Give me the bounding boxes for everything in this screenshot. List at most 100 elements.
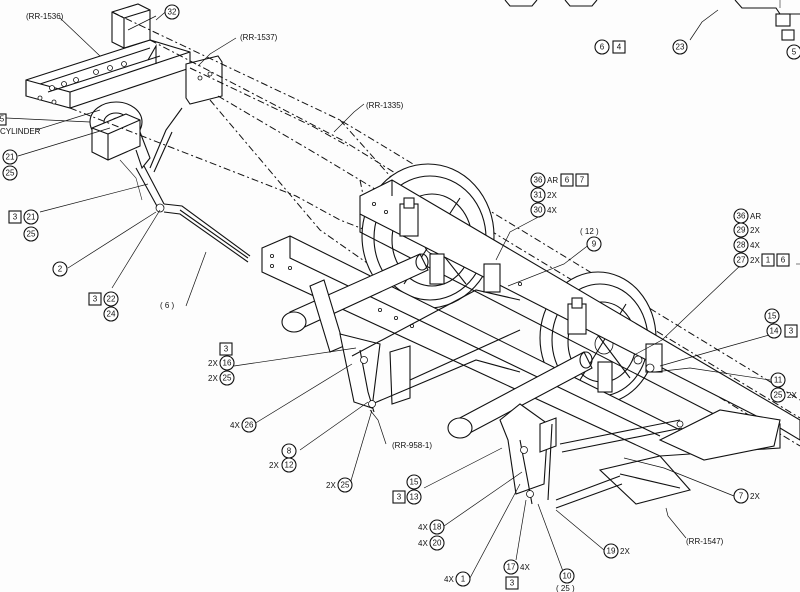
ref-25: ( 25 ) [556, 584, 575, 592]
ref-rr-1335: (RR-1335) [366, 101, 404, 110]
callout-29: 29 [737, 226, 746, 235]
callout-circle [603, 543, 619, 559]
note-ar: AR [547, 176, 558, 185]
callout-30: 30 [534, 206, 543, 215]
brake-levers [359, 349, 684, 509]
callout-circle [672, 39, 688, 55]
note-4x: 4X [230, 421, 240, 430]
callout-21: 21 [27, 213, 36, 222]
note-2x: 2X [326, 481, 336, 490]
ref-6: ( 6 ) [160, 301, 175, 310]
callout-25: 25 [774, 391, 783, 400]
callout-box-6: 6 [781, 256, 786, 265]
note-4x: 4X [418, 523, 428, 532]
callout-box-3: 3 [510, 579, 515, 588]
note-2x: 2X [620, 547, 630, 556]
callout-25: 25 [27, 230, 36, 239]
note-4x: 4X [520, 563, 530, 572]
callout-box [219, 342, 233, 356]
callout-circle [530, 187, 546, 203]
callout-box-3: 3 [789, 327, 794, 336]
callout-5: 5 [792, 48, 797, 57]
callout-circle [103, 306, 119, 322]
callouts: 32 6 4 23 5 5 21 25 3 21 25 2 3 22 24 36… [0, 4, 800, 590]
callout-circle [2, 165, 18, 181]
callout-18: 18 [433, 523, 442, 532]
note-4x: 4X [444, 575, 454, 584]
callout-36: 36 [534, 176, 543, 185]
callout-12: 12 [285, 461, 294, 470]
axle-boxes [399, 197, 663, 393]
callout-circle [219, 355, 235, 371]
callout-circle [406, 474, 422, 490]
cylinder-label: CYLINDER [0, 127, 41, 136]
callout-8: 8 [287, 447, 292, 456]
callout-box [88, 292, 102, 306]
callout-circle [770, 372, 786, 388]
callout-23: 23 [676, 43, 685, 52]
callout-box-3: 3 [224, 345, 229, 354]
callout-circle [594, 39, 610, 55]
callout-box [0, 113, 7, 126]
callout-31: 31 [534, 191, 543, 200]
callout-box [392, 490, 406, 504]
note-4x: 4X [418, 539, 428, 548]
note-2x: 2X [750, 226, 760, 235]
callout-14: 14 [770, 327, 779, 336]
callout-box-3: 3 [13, 213, 18, 222]
note-2x: 2X [787, 391, 797, 400]
callout-box [761, 253, 775, 267]
callout-circle [23, 209, 39, 225]
callout-circle [770, 387, 786, 403]
note-2x: 2X [208, 374, 218, 383]
callout-10: 10 [563, 572, 572, 581]
callout-11: 11 [774, 376, 783, 385]
callout-circle [733, 252, 749, 268]
callout-circle [337, 477, 353, 493]
callout-26: 26 [245, 421, 254, 430]
callout-circle [559, 568, 575, 584]
callout-box-1: 1 [766, 256, 771, 265]
callout-circle [764, 308, 780, 324]
callout-21: 21 [6, 153, 15, 162]
ref-rr-958-1: (RR-958-1) [392, 441, 432, 450]
cylinder-crank-assembly [89, 101, 251, 263]
callout-circle [103, 291, 119, 307]
note-2x: 2X [547, 191, 557, 200]
callout-19: 19 [607, 547, 616, 556]
callout-9: 9 [592, 240, 597, 249]
callout-22: 22 [107, 295, 116, 304]
callout-box [505, 576, 519, 590]
callout-box-3: 3 [397, 493, 402, 502]
callout-box-7: 7 [580, 176, 585, 185]
callout-box [784, 324, 798, 338]
callout-circle [429, 519, 445, 535]
callout-circle [733, 488, 749, 504]
callout-circle [429, 535, 445, 551]
callout-28: 28 [737, 241, 746, 250]
callout-17: 17 [507, 563, 516, 572]
callout-box-5: 5 [0, 115, 5, 124]
callout-circle [530, 202, 546, 218]
note-2x: 2X [208, 359, 218, 368]
callout-2: 2 [58, 265, 63, 274]
callout-circle [530, 172, 546, 188]
callout-circle [2, 149, 18, 165]
callout-27: 27 [737, 256, 746, 265]
callout-36: 36 [737, 212, 746, 221]
callout-6: 6 [600, 43, 605, 52]
note-2x: 2X [269, 461, 279, 470]
ref-rr-1537: (RR-1537) [240, 33, 278, 42]
callout-box [560, 173, 574, 187]
rear-bracket-assembly [25, 3, 223, 109]
callout-circle [503, 559, 519, 575]
callout-25: 25 [223, 374, 232, 383]
note-4x: 4X [750, 241, 760, 250]
note-2x: 2X [750, 256, 760, 265]
ref-rr-1547: (RR-1547) [686, 537, 724, 546]
reference-labels: (RR-1536) (RR-1537) (RR-1335) CYLINDER (… [0, 12, 724, 592]
callout-25: 25 [6, 169, 15, 178]
callout-circle [406, 489, 422, 505]
callout-circle [281, 457, 297, 473]
